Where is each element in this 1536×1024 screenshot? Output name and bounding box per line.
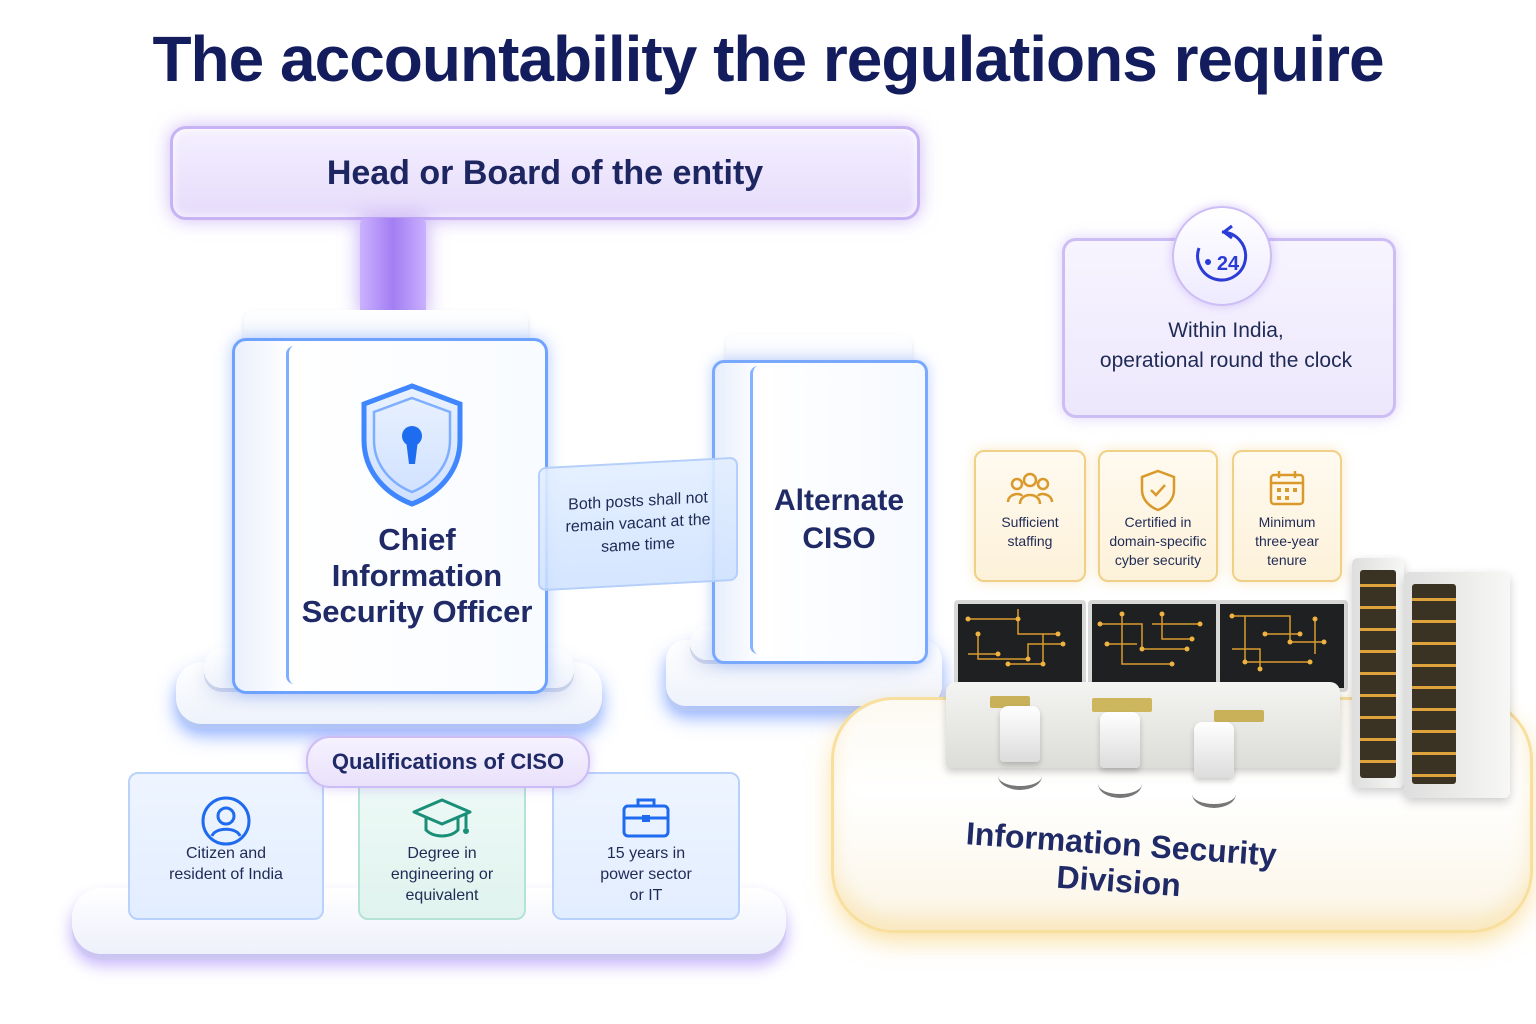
requirement-certification-line2: domain-specific bbox=[1109, 533, 1207, 549]
chair-base bbox=[998, 762, 1042, 790]
alt-ciso-label: Alternate CISO bbox=[712, 482, 966, 558]
qualification-citizen-line1: Citizen and bbox=[185, 845, 267, 862]
monitor-left bbox=[954, 600, 1086, 692]
qualification-citizen-line2: resident of India bbox=[169, 866, 283, 883]
server-rack-lights bbox=[1360, 570, 1396, 778]
head-board-banner: Head or Board of the entity bbox=[170, 126, 920, 220]
vacancy-ribbon: Both posts shall not remain vacant at th… bbox=[538, 456, 738, 592]
operations-text: Within India, operational round the cloc… bbox=[1062, 316, 1390, 376]
qualification-degree-line2: engineering or bbox=[390, 866, 494, 883]
operator-chair bbox=[1100, 712, 1140, 768]
people-group-icon bbox=[1006, 472, 1054, 505]
requirement-tenure-line1: Minimum bbox=[1258, 514, 1316, 530]
ciso-label-line3: Security Officer bbox=[301, 594, 533, 629]
ciso-label-line1: Chief bbox=[378, 522, 456, 557]
qualification-card-degree: Degree in engineering or equivalent bbox=[358, 772, 526, 920]
clock-badge-number: 24 bbox=[1217, 253, 1240, 275]
alt-ciso-block bbox=[712, 360, 928, 664]
console-panel bbox=[1214, 710, 1264, 722]
graduation-cap-icon bbox=[412, 798, 472, 838]
qualification-degree-line3: equivalent bbox=[405, 887, 479, 904]
alt-ciso-label-line1: Alternate bbox=[773, 484, 905, 517]
head-board-label: Head or Board of the entity bbox=[326, 153, 764, 192]
operator-chair bbox=[1194, 722, 1234, 778]
qualification-card-experience: 15 years in power sector or IT bbox=[552, 772, 740, 920]
monitor-center bbox=[1088, 600, 1220, 692]
clock-badge: 24 bbox=[1172, 206, 1272, 306]
qualification-card-citizen: Citizen and resident of India bbox=[128, 772, 324, 920]
network-diagram-screen bbox=[1097, 611, 1203, 667]
server-rack bbox=[1352, 558, 1404, 788]
briefcase-icon bbox=[622, 798, 670, 838]
network-diagram-screen bbox=[965, 609, 1066, 667]
qualifications-label-text: Qualifications of CISO bbox=[331, 749, 565, 774]
shield-lock-icon bbox=[361, 383, 463, 507]
chair-base bbox=[1192, 780, 1236, 808]
chair-base bbox=[1098, 770, 1142, 798]
requirement-certification-line3: cyber security bbox=[1114, 552, 1202, 568]
ciso-label-line2: Information bbox=[331, 558, 503, 593]
requirement-certification-line1: Certified in bbox=[1124, 514, 1192, 530]
qualification-degree-line1: Degree in bbox=[407, 845, 477, 862]
alt-ciso-label-line2: CISO bbox=[802, 522, 876, 555]
calendar-icon bbox=[1269, 471, 1305, 506]
requirement-card-tenure: Minimum three-year tenure bbox=[1232, 450, 1342, 582]
requirement-tenure-line2: three-year bbox=[1255, 533, 1319, 549]
operations-line2: operational round the clock bbox=[1099, 349, 1353, 372]
requirement-card-certification: Certified in domain-specific cyber secur… bbox=[1098, 450, 1218, 582]
board-connector-post bbox=[360, 218, 426, 316]
24-hour-clock-icon: 24 bbox=[1196, 224, 1248, 282]
operator-chair bbox=[1000, 706, 1040, 762]
requirement-tenure-line3: tenure bbox=[1267, 552, 1307, 568]
qualification-experience-line3: or IT bbox=[629, 887, 663, 904]
qualification-experience-line1: 15 years in bbox=[606, 845, 686, 862]
requirement-card-staffing: Sufficient staffing bbox=[974, 450, 1086, 582]
operations-line1: Within India, bbox=[1168, 319, 1284, 342]
alt-block-front-edge bbox=[750, 366, 921, 654]
monitor-right bbox=[1216, 600, 1348, 692]
shield-check-icon bbox=[1140, 469, 1176, 512]
qualification-experience-line2: power sector bbox=[600, 866, 692, 883]
network-diagram-screen bbox=[1229, 613, 1327, 672]
ciso-block-front-edge bbox=[286, 346, 543, 684]
page-title: The accountability the regulations requi… bbox=[152, 23, 1384, 95]
server-rack bbox=[1404, 572, 1510, 798]
server-rack-lights bbox=[1412, 584, 1456, 784]
requirement-staffing-line2: staffing bbox=[1007, 533, 1053, 549]
console-panel bbox=[990, 696, 1030, 708]
person-icon bbox=[201, 796, 251, 846]
console-panel bbox=[1092, 698, 1152, 712]
requirement-staffing-line1: Sufficient bbox=[1001, 514, 1059, 530]
ciso-label: Chief Information Security Officer bbox=[232, 522, 602, 630]
qualifications-label: Qualifications of CISO bbox=[306, 736, 590, 788]
